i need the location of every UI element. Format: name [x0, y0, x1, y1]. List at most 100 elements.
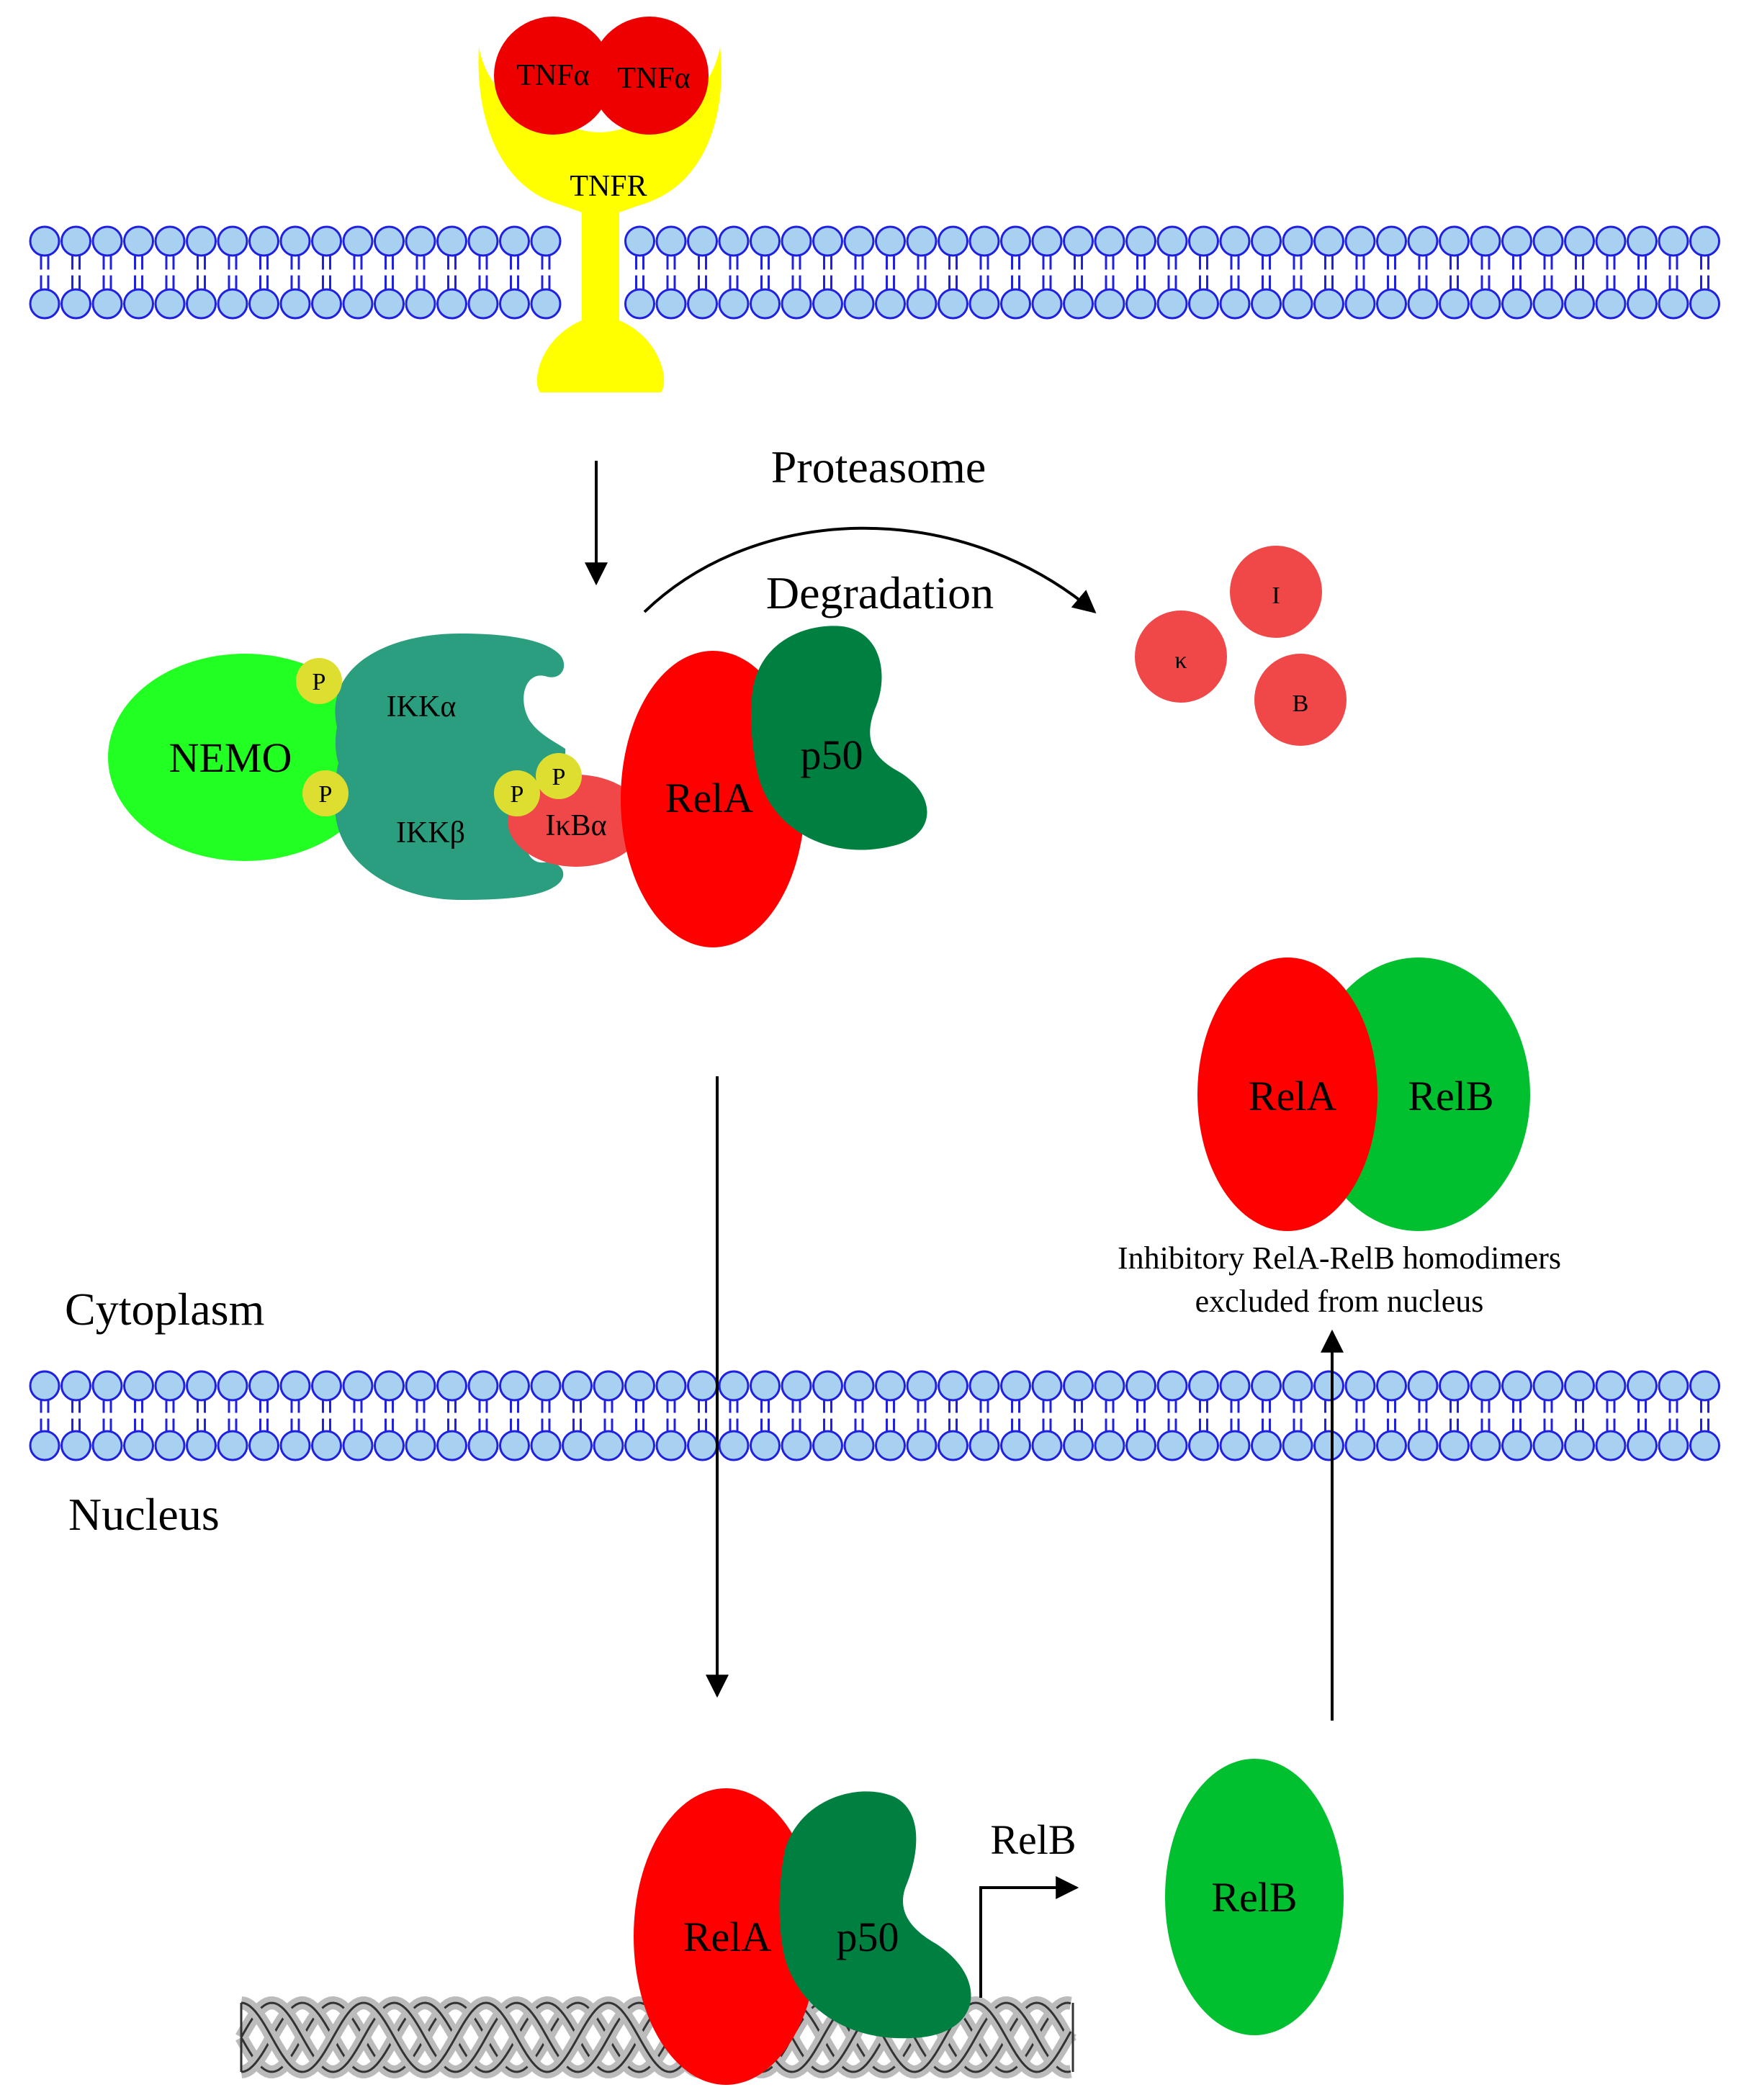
lipid-head [311, 1370, 342, 1402]
lipid-head [29, 225, 60, 257]
lipid-head [467, 1430, 499, 1461]
lipid-tails [1512, 256, 1521, 289]
lipid-head [279, 225, 311, 257]
lipid-head [812, 225, 843, 257]
inhibitory-caption-line1: Inhibitory RelA-RelB homodimers [1118, 1240, 1561, 1276]
lipid-tails [290, 256, 300, 289]
lipid-head [123, 1370, 154, 1402]
lipid-head [186, 1430, 217, 1461]
lipid-head [248, 225, 279, 257]
lipid-head [1658, 225, 1689, 257]
lipid-head [1125, 225, 1156, 257]
lipid-head [1282, 1370, 1313, 1402]
lipid-tails [71, 256, 81, 289]
lipid-head [467, 288, 499, 320]
lipid-tails [1167, 1400, 1177, 1431]
lipid-head [186, 225, 217, 257]
lipid-head [1564, 1370, 1595, 1402]
lipid-head [1407, 1370, 1439, 1402]
lipid-tails [1355, 1400, 1365, 1431]
lipid-head [342, 1430, 374, 1461]
lipid-head [1188, 288, 1219, 320]
lipid-head [968, 1430, 1000, 1461]
lipid-head [1501, 1430, 1532, 1461]
lipid-tails [447, 256, 457, 289]
lipid-head [1156, 225, 1188, 257]
lipid-head [60, 1370, 91, 1402]
lipid-tails [948, 1400, 958, 1431]
lipid-head [1125, 1370, 1156, 1402]
lipid-tails [165, 256, 175, 289]
fragment-k-label: κ [1174, 647, 1187, 674]
lipid-head [875, 1430, 906, 1461]
lipid-head [1156, 288, 1188, 320]
lipid-head [750, 1370, 781, 1402]
lipid-head [593, 1370, 624, 1402]
lipid-head [1251, 1430, 1282, 1461]
fragment-b-label: B [1293, 690, 1309, 717]
lipid-tails [1449, 256, 1459, 289]
lipid-tails [854, 1400, 864, 1431]
lipid-head [718, 225, 750, 257]
lipid-head [1658, 1430, 1689, 1461]
inhibitory-caption-line2: excluded from nucleus [1195, 1284, 1484, 1319]
lipid-head [342, 288, 374, 320]
lipid-head [1219, 225, 1251, 257]
lipid-head [1063, 1370, 1094, 1402]
lipid-tails [1074, 1400, 1083, 1431]
lipid-head [968, 288, 1000, 320]
lipid-tails [1355, 256, 1365, 289]
phospho-ikba-1 [494, 770, 540, 816]
lipid-head [1532, 1370, 1564, 1402]
lipid-head [342, 1370, 374, 1402]
lipid-head [875, 225, 906, 257]
lipid-tails [1543, 256, 1553, 289]
lipid-head [217, 1430, 248, 1461]
lipid-tails [1011, 256, 1020, 289]
fragment-k [1135, 610, 1227, 703]
lipid-head [1689, 1370, 1720, 1402]
lipid-tails [228, 256, 238, 289]
lipid-head [1376, 288, 1407, 320]
lipid-head [374, 225, 405, 257]
lipid-head [29, 1370, 60, 1402]
lipid-head [1156, 1430, 1188, 1461]
lipid-tails [165, 1400, 175, 1431]
ikba-rela-p50-complex: IκBα P P RelA p50 [494, 626, 927, 947]
lipid-head [60, 1430, 91, 1461]
lipid-tails [1136, 1400, 1146, 1431]
lipid-head [1344, 225, 1376, 257]
lipid-head [374, 1430, 405, 1461]
tnfr-label: TNFR [570, 170, 647, 203]
lipid-head [1595, 1430, 1627, 1461]
lipid-head [1627, 288, 1658, 320]
lipid-head [906, 288, 938, 320]
lipid-head [436, 225, 467, 257]
lipid-tails [40, 1400, 50, 1431]
lipid-tails [1637, 256, 1647, 289]
lipid-head [1564, 225, 1595, 257]
lipid-head [1470, 1370, 1501, 1402]
lipid-head [812, 1430, 843, 1461]
lipid-tails [635, 1400, 644, 1431]
lipid-tails [760, 256, 770, 289]
lipid-tails [259, 256, 269, 289]
lipid-tails [1230, 1400, 1240, 1431]
lipid-head [60, 225, 91, 257]
lipid-head [624, 1430, 655, 1461]
lipid-head [1094, 225, 1125, 257]
lipid-head [906, 225, 938, 257]
lipid-tails [791, 1400, 801, 1431]
lipid-head [217, 1370, 248, 1402]
lipid-tails [917, 256, 927, 289]
ikba-label: IκBα [545, 809, 606, 842]
lipid-tails [666, 256, 676, 289]
ikk-beta-label: IKKβ [396, 816, 465, 850]
lipid-head [123, 288, 154, 320]
lipid-tails [1324, 256, 1334, 289]
dna-strand [241, 2001, 1072, 2073]
lipid-tails [1543, 1400, 1553, 1431]
lipid-tails [760, 1400, 770, 1431]
lipid-head [499, 1370, 530, 1402]
ikba-shape [508, 775, 644, 867]
